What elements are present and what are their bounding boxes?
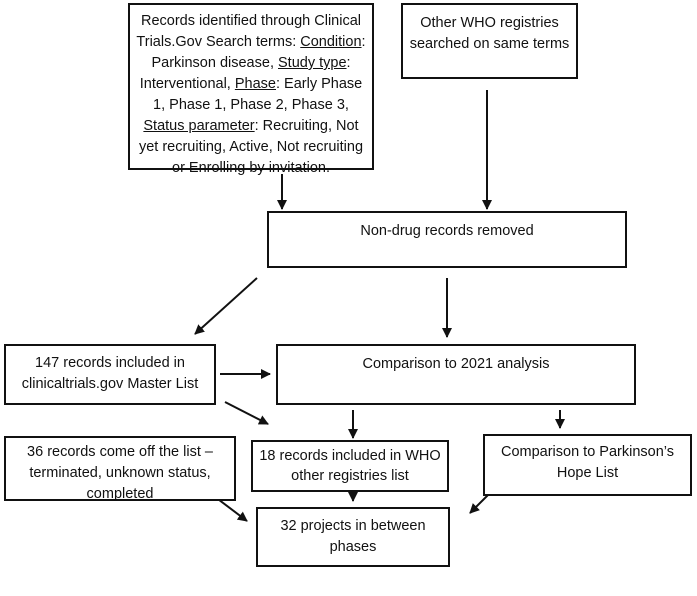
- status-parameter-value: : Recruiting, Not yet recruiting, Active…: [138, 118, 364, 176]
- status-parameter-label: Status parameter: [143, 118, 255, 134]
- come-off-list-text: 36 records come off the list – terminate…: [27, 444, 213, 502]
- master-list-box: 147 records included in clinicaltrials.g…: [4, 344, 216, 405]
- condition-value: : Parkinson disease,: [151, 34, 366, 71]
- between-phases-box: 32 projects in between phases: [256, 507, 450, 567]
- study-type-label: Study type: [278, 55, 347, 71]
- comparison-2021-text: Comparison to 2021 analysis: [362, 356, 550, 372]
- who-registries-text: Other WHO registries searched on same te…: [409, 15, 570, 52]
- arrow-master-to-wholist: [224, 401, 269, 425]
- between-phases-text: 32 projects in between phases: [280, 518, 426, 555]
- master-list-text: 147 records included in clinicaltrials.g…: [21, 355, 199, 392]
- search-intro: Records identified through Clinical Tria…: [136, 13, 362, 50]
- come-off-list-box: 36 records come off the list – terminate…: [4, 436, 236, 502]
- condition-label: Condition: [300, 34, 362, 50]
- nondrug-removed-box: Non-drug records removed: [267, 211, 627, 268]
- comparison-2021-box: Comparison to 2021 analysis: [276, 344, 636, 405]
- who-registries-box: Other WHO registries searched on same te…: [401, 3, 578, 79]
- phase-label: Phase: [234, 76, 276, 92]
- hope-list-text: Comparison to Parkinson’s Hope List: [500, 444, 674, 481]
- who-list-box: 18 records included in WHO other registr…: [251, 440, 449, 492]
- clinicaltrials-search-text: Records identified through Clinical Tria…: [136, 13, 365, 176]
- hope-list-box: Comparison to Parkinson’s Hope List: [483, 434, 692, 496]
- clinicaltrials-search-box: Records identified through Clinical Tria…: [128, 3, 374, 176]
- arrow-nondrug-to-master: [194, 277, 258, 335]
- phase-value: : Early Phase 1, Phase 1, Phase 2, Phase…: [153, 76, 363, 113]
- who-list-text: 18 records included in WHO other registr…: [259, 448, 441, 484]
- nondrug-removed-text: Non-drug records removed: [360, 223, 534, 239]
- study-type-value: : Interventional,: [139, 55, 351, 92]
